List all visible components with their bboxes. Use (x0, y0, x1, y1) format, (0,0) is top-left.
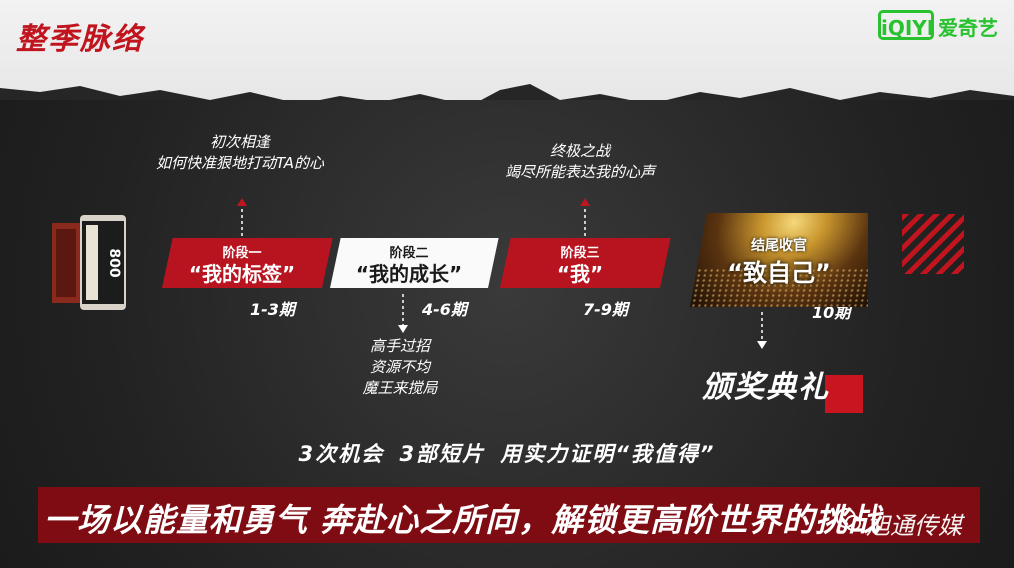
stage-3-card: 阶段三 “我” (500, 238, 671, 288)
award-ceremony-label: 颁奖典礼 (702, 370, 830, 405)
page-title: 整季脉络 (16, 22, 144, 57)
watermark: 旭通传媒 (866, 512, 962, 540)
stage2-note: 高手过招 资源不均 魔王来搅局 (362, 337, 438, 397)
bottom-banner: 一场以能量和勇气 奔赴心之所向，解锁更高阶世界的挑战 (38, 487, 980, 543)
stage-3-name: “我” (556, 262, 604, 286)
logo-text: 爱奇艺 (938, 16, 998, 40)
slogan: 3次机会 3部短片 用实力证明“我值得” (298, 442, 716, 466)
stage-3-label: 阶段三 (560, 246, 600, 261)
stage-1-period: 1-3期 (250, 300, 295, 319)
stage1-note: 初次相逢 如何快准狠地打动TA的心 (155, 133, 325, 172)
stage-1-name: “我的标签” (188, 262, 296, 286)
stage-2-period: 4-6期 (422, 300, 467, 319)
decorative-red-square (825, 375, 863, 413)
stage-1-card: 阶段一 “我的标签” (162, 238, 333, 288)
logo-mark: iQIYI (878, 10, 934, 40)
stage-2-label: 阶段二 (389, 246, 429, 261)
film-label: 800 (106, 248, 122, 277)
decorative-hatch (902, 214, 964, 274)
stage-3-period: 7-9期 (583, 300, 628, 319)
finale-card: 结尾收官 “致自己” (690, 213, 868, 307)
stage-1-label: 阶段一 (222, 246, 262, 261)
iqiyi-logo: iQIYI 爱奇艺 (878, 8, 1010, 42)
banner-text: 一场以能量和勇气 奔赴心之所向，解锁更高阶世界的挑战 (44, 501, 882, 539)
finale-name: “致自己” (727, 259, 831, 287)
stage-2-name: “我的成长” (355, 262, 463, 286)
stage3-note: 终极之战 竭尽所能表达我的心声 (504, 142, 655, 181)
wechat-icon (836, 508, 861, 531)
finale-period: 10期 (812, 303, 851, 322)
film-canister-icon: 800 (52, 215, 126, 310)
finale-label: 结尾收官 (751, 238, 807, 254)
stage-2-card: 阶段二 “我的成长” (330, 238, 499, 288)
